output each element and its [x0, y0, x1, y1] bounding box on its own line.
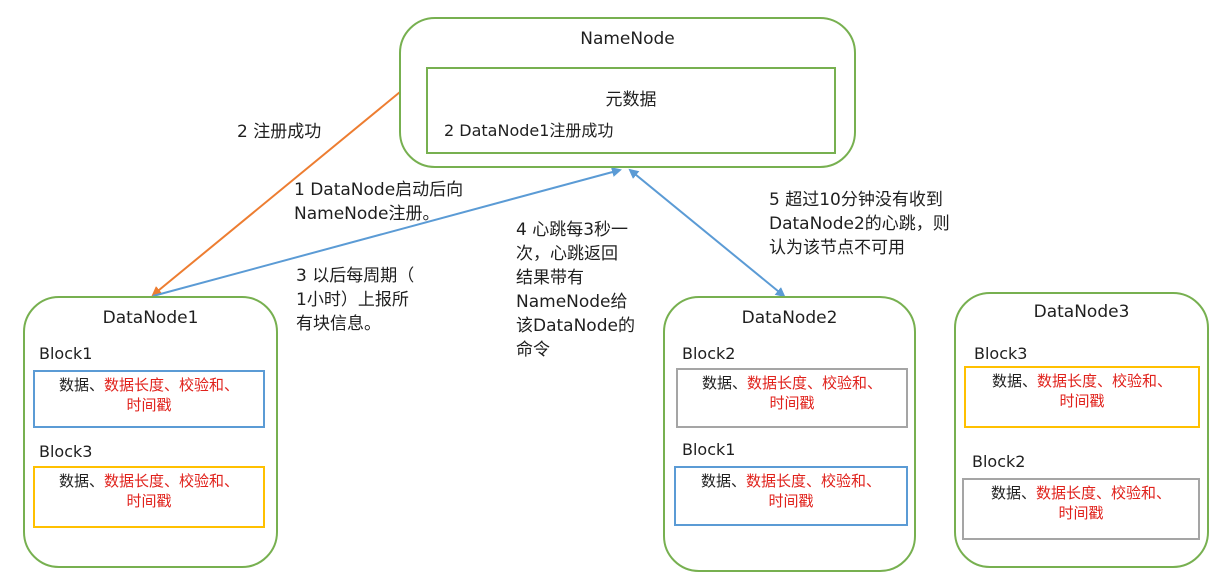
- datanode1-block-label-2: Block3: [39, 442, 93, 461]
- annotation-line: 认为该节点不可用: [769, 238, 905, 258]
- annotation-line: 结果带有: [516, 268, 584, 288]
- datanode2-block-2: 数据、数据长度、校验和、 时间戳: [674, 466, 908, 526]
- metadata-title: 元数据: [605, 90, 657, 110]
- datanode2-block-label-2: Block1: [682, 440, 736, 459]
- datanode2-box: DataNode2 Block2 数据、数据长度、校验和、 时间戳 Block1…: [663, 296, 916, 572]
- block-time-text: 时间戳: [769, 394, 815, 412]
- datanode1-block-label-1: Block1: [39, 344, 93, 363]
- annotation-line: 1 DataNode启动后向: [294, 180, 464, 200]
- metadata-box: 元数据 2 DataNode1注册成功: [426, 67, 836, 154]
- block-time-text: 时间戳: [126, 492, 172, 510]
- datanode3-block-1: 数据、数据长度、校验和、 时间戳: [964, 366, 1200, 428]
- datanode1-title: DataNode1: [102, 308, 199, 328]
- annotation-line: 1小时）上报所: [296, 290, 409, 310]
- block-time-text: 时间戳: [1059, 392, 1105, 410]
- annotation-line: 命令: [516, 340, 550, 360]
- datanode3-block-2: 数据、数据长度、校验和、 时间戳: [962, 478, 1200, 540]
- block-data-text: 数据、: [58, 472, 104, 490]
- datanode2-block-1: 数据、数据长度、校验和、 时间戳: [676, 368, 908, 428]
- annotation-line: DataNode2的心跳，则: [769, 214, 950, 234]
- annotation-line: 2 注册成功: [237, 122, 322, 142]
- block-data-text: 数据、: [58, 376, 104, 394]
- annotation-line: 该DataNode的: [516, 316, 635, 336]
- datanode3-title: DataNode3: [1033, 302, 1130, 322]
- block-time-text: 时间戳: [126, 396, 172, 414]
- datanode1-block-2: 数据、数据长度、校验和、 时间戳: [33, 466, 265, 528]
- annotation-report: 3 以后每周期（ 1小时）上报所 有块信息。: [296, 264, 414, 336]
- annotation-line: 次，心跳返回: [516, 244, 618, 264]
- block-data-text: 数据、: [700, 472, 746, 490]
- datanode1-box: DataNode1 Block1 数据、数据长度、校验和、 时间戳 Block3…: [23, 296, 278, 568]
- annotation-startup: 1 DataNode启动后向 NameNode注册。: [294, 178, 463, 226]
- block-meta-text: 数据长度、校验和、: [746, 472, 882, 490]
- block-data-text: 数据、: [701, 374, 747, 392]
- block-meta-text: 数据长度、校验和、: [747, 374, 883, 392]
- metadata-entry: 2 DataNode1注册成功: [444, 121, 614, 140]
- datanode3-block-label-1: Block3: [974, 344, 1028, 363]
- annotation-line: 有块信息。: [296, 314, 381, 334]
- annotation-heartbeat: 4 心跳每3秒一 次，心跳返回 结果带有 NameNode给 该DataNode…: [516, 218, 635, 362]
- annotation-line: NameNode给: [516, 292, 628, 312]
- datanode2-title: DataNode2: [741, 308, 838, 328]
- annotation-line: 4 心跳每3秒一: [516, 220, 629, 240]
- register-request-arrow: [152, 167, 622, 297]
- block-meta-text: 数据长度、校验和、: [104, 376, 240, 394]
- namenode-box: NameNode 元数据 2 DataNode1注册成功: [399, 17, 856, 168]
- block-time-text: 时间戳: [1058, 504, 1104, 522]
- annotation-line: 3 以后每周期（: [296, 266, 415, 286]
- datanode3-block-label-2: Block2: [972, 452, 1026, 471]
- namenode-title: NameNode: [580, 29, 675, 49]
- annotation-timeout: 5 超过10分钟没有收到 DataNode2的心跳，则 认为该节点不可用: [769, 188, 950, 260]
- datanode2-block-label-1: Block2: [682, 344, 736, 363]
- annotation-line: NameNode注册。: [294, 204, 440, 224]
- datanode1-block-1: 数据、数据长度、校验和、 时间戳: [33, 370, 265, 428]
- heartbeat-arrow: [628, 168, 786, 298]
- datanode3-box: DataNode3 Block3 数据、数据长度、校验和、 时间戳 Block2…: [954, 292, 1209, 568]
- block-meta-text: 数据长度、校验和、: [1036, 484, 1172, 502]
- block-time-text: 时间戳: [768, 492, 814, 510]
- annotation-register-success: 2 注册成功: [237, 120, 321, 144]
- block-meta-text: 数据长度、校验和、: [1037, 372, 1173, 390]
- annotation-line: 5 超过10分钟没有收到: [769, 190, 943, 210]
- register-success-arrow: [151, 91, 401, 297]
- block-meta-text: 数据长度、校验和、: [104, 472, 240, 490]
- block-data-text: 数据、: [991, 372, 1037, 390]
- block-data-text: 数据、: [990, 484, 1036, 502]
